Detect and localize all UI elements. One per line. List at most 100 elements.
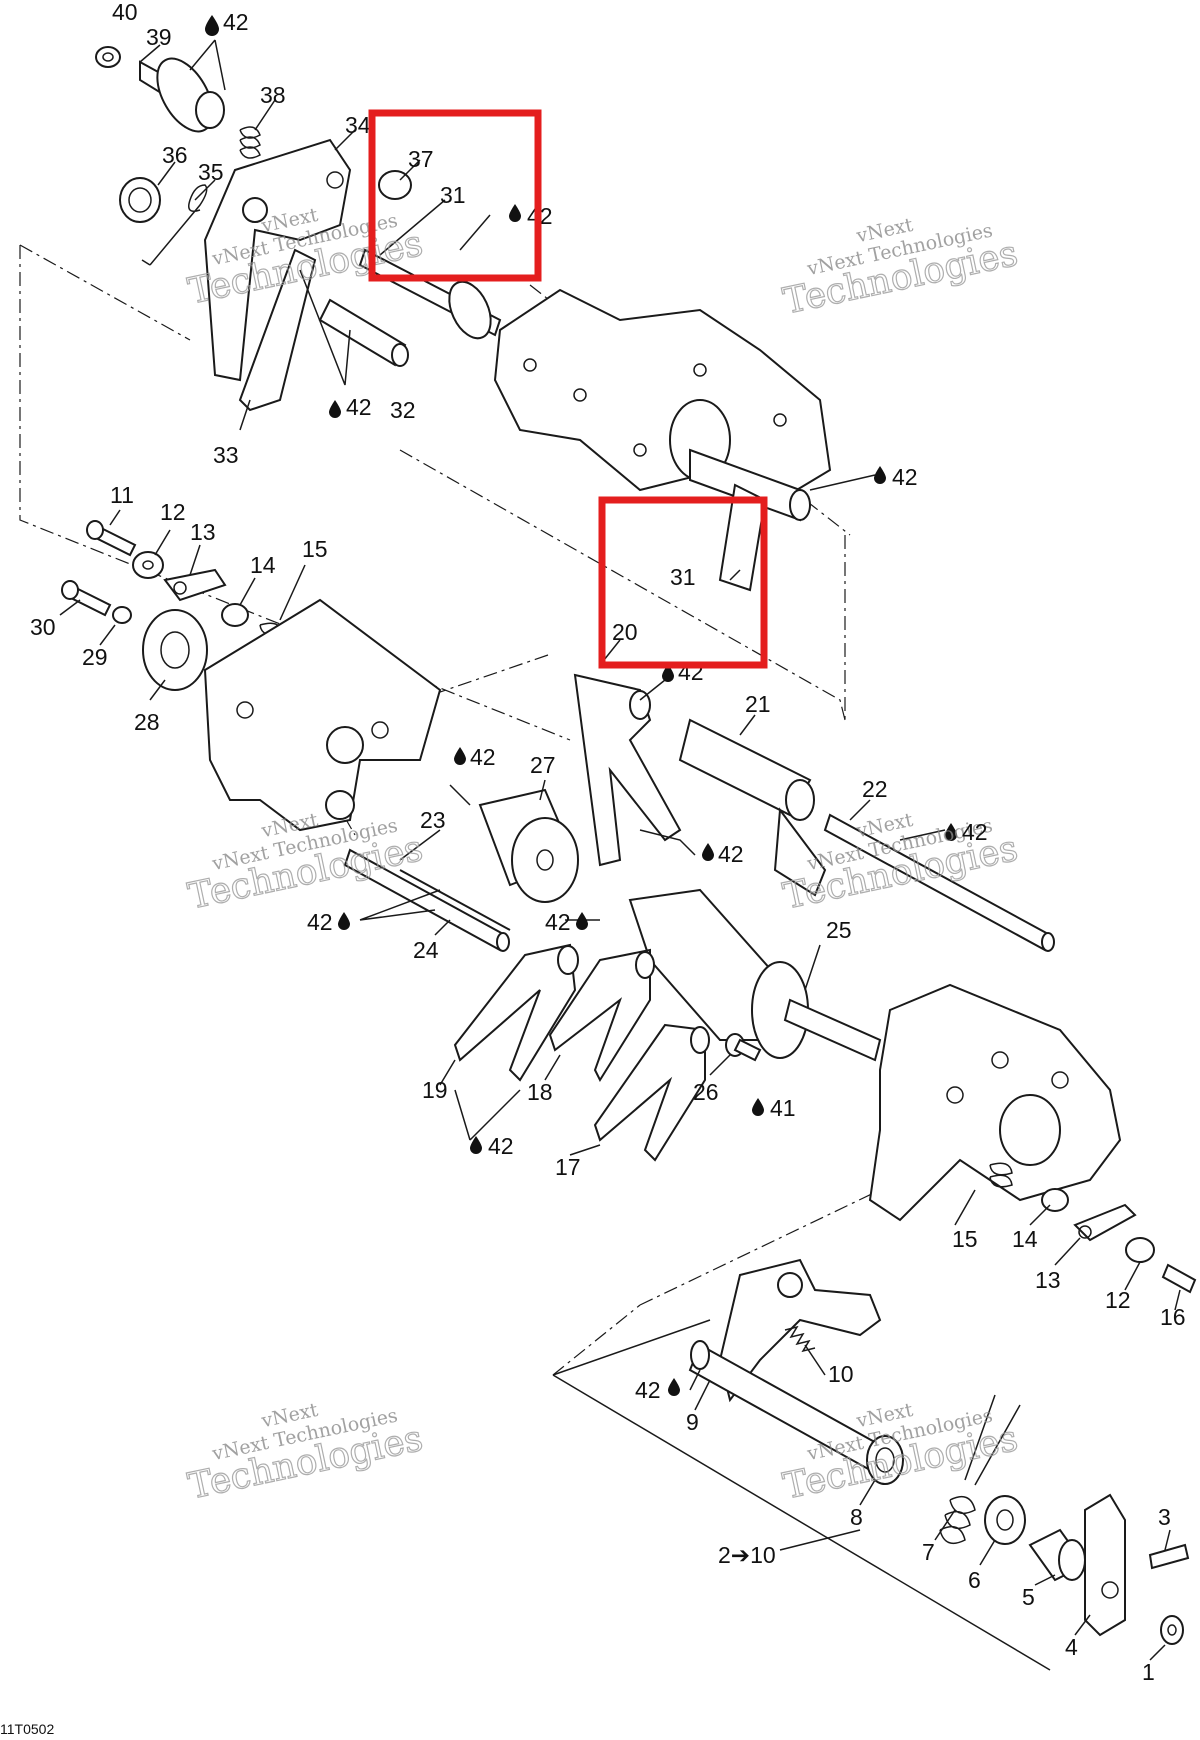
washer-37 [378,170,412,200]
spring-10 [784,1325,816,1353]
callout-31: 31 [670,564,696,590]
callout-4: 4 [1065,1634,1078,1660]
callout-9: 9 [686,1409,699,1435]
callout-42: 42 [307,909,333,935]
fork-18 [548,948,655,1083]
callout-30: 30 [30,614,56,640]
callout-42: 42 [470,744,496,770]
highlight-box-lower [598,496,768,669]
callout-10: 10 [828,1361,854,1387]
callout-37: 37 [408,146,434,172]
callout-34: 34 [345,112,371,138]
gear-31-lower [718,483,767,592]
lubricant-drop-icons [205,15,957,1396]
callout-26: 26 [693,1079,719,1105]
washer-12b [1125,1237,1155,1263]
callout-42: 42 [718,841,744,867]
bolt-3 [1148,1543,1190,1570]
callout-6: 6 [968,1567,981,1593]
callout-11: 11 [110,482,134,508]
callout-14: 14 [250,552,276,578]
callout-42: 42 [223,9,249,35]
bushing-5 [1028,1528,1087,1582]
callout-24: 24 [413,937,439,963]
washer-12 [132,551,164,579]
callout-8: 8 [850,1504,863,1530]
fork-19 [453,943,579,1082]
callout-19: 19 [422,1077,448,1103]
callout-27: 27 [530,752,556,778]
callout-22: 22 [862,776,888,802]
callout-36: 36 [162,142,188,168]
drum-27 [478,788,579,903]
callout-42: 42 [488,1133,514,1159]
callout-2-to-10: 2➔10 [718,1542,776,1568]
housing-upper [493,288,832,522]
callout-13: 13 [190,519,216,545]
housing-lower [868,983,1122,1222]
spring-38 [239,126,261,159]
washer-14a [221,603,249,627]
spring-35 [141,184,208,266]
housing-middle [203,598,442,832]
pin-23 [343,848,510,952]
gear-28 [142,609,208,691]
callout-40: 40 [112,0,138,25]
callout-15: 15 [302,536,328,562]
seal-8 [866,1435,904,1485]
shaft-21 [678,718,827,897]
washer-29 [112,606,132,624]
callout-32: 32 [390,397,416,423]
callout-5: 5 [1022,1584,1035,1610]
lever-13b [1073,1203,1137,1242]
callout-42: 42 [545,909,571,935]
callout-12: 12 [160,499,186,525]
callout-1: 1 [1142,1659,1155,1685]
washer-6 [984,1495,1026,1545]
bracket-34 [203,138,352,382]
shift-drum-25 [628,888,882,1062]
callout-21: 21 [745,691,771,717]
callout-41: 41 [770,1095,796,1121]
callout-28: 28 [134,709,160,735]
callout-18: 18 [527,1079,553,1105]
callout-17: 17 [555,1154,581,1180]
callout-33: 33 [213,442,239,468]
callout-23: 23 [420,807,446,833]
bolt-16 [1161,1263,1197,1294]
pin-24 [399,869,511,931]
bolt-30 [61,580,112,617]
fork-20 [573,673,682,867]
callout-42: 42 [892,464,918,490]
callout-13: 13 [1035,1267,1061,1293]
fork-17 [593,1023,710,1162]
diagram-code: 11T0502 [0,1721,54,1737]
washer-1 [1160,1615,1184,1645]
shaft-39 [95,46,225,133]
callout-39: 39 [146,24,172,50]
callout-12: 12 [1105,1287,1131,1313]
callout-14: 14 [1012,1226,1038,1252]
callout-16: 16 [1160,1304,1186,1330]
callout-42: 42 [962,819,988,845]
arm-4 [1084,1493,1126,1637]
lever-13 [163,568,227,602]
callout-38: 38 [260,82,286,108]
callout-42: 42 [635,1377,661,1403]
callout-20: 20 [612,619,638,645]
callout-7: 7 [922,1539,935,1565]
pin-32 [318,298,409,367]
bolt-26 [725,1033,762,1062]
callout-42: 42 [346,394,372,420]
leader-lines [59,39,1181,1661]
callout-labels: 40 39 42 38 34 37 31 42 36 3 5 42 32 33 4… [30,0,1186,1685]
callout-3: 3 [1158,1504,1171,1530]
spring-7 [939,1394,1021,1545]
bolt-11 [86,520,137,557]
spring-15b [989,1162,1013,1188]
callout-25: 25 [826,917,852,943]
callout-15: 15 [952,1226,978,1252]
lever-33 [238,248,317,412]
rod-22 [823,813,1055,952]
